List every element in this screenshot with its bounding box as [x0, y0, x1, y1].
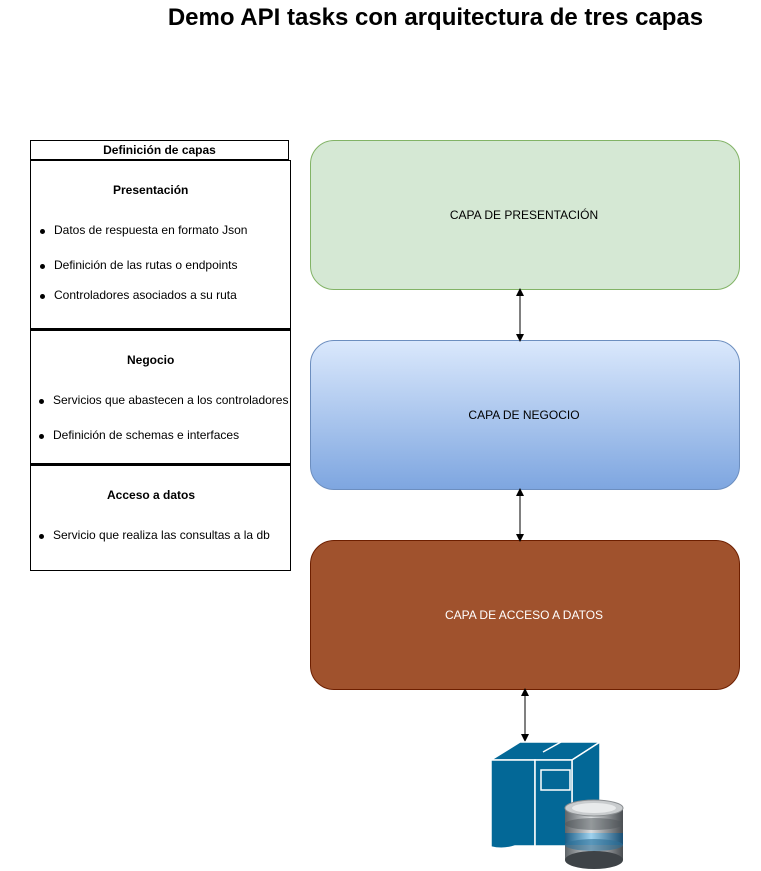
data-access-layer-label: CAPA DE ACCESO A DATOS — [444, 608, 604, 622]
business-layer-box: CAPA DE NEGOCIO — [310, 340, 740, 490]
legend-section-title: Negocio — [127, 353, 175, 367]
legend-section-business: Negocio Servicios que abastecen a los co… — [30, 330, 291, 465]
list-item: Definición de las rutas o endpoints — [39, 258, 238, 272]
database-server-icon — [488, 740, 624, 869]
legend-section-presentation: Presentación Datos de respuesta en forma… — [30, 160, 291, 330]
list-item: Servicios que abastecen a los controlado… — [38, 393, 289, 407]
legend-section-title: Acceso a datos — [107, 488, 196, 502]
presentation-layer-box: CAPA DE PRESENTACIÓN — [310, 140, 740, 290]
business-layer-label: CAPA DE NEGOCIO — [468, 408, 580, 422]
legend-section-title: Presentación — [113, 183, 189, 197]
legend-header: Definición de capas — [30, 140, 289, 160]
diagram-title: Demo API tasks con arquitectura de tres … — [167, 4, 704, 31]
list-item: Datos de respuesta en formato Json — [39, 223, 248, 237]
data-access-layer-box: CAPA DE ACCESO A DATOS — [310, 540, 740, 690]
list-item: Controladores asociados a su ruta — [40, 288, 237, 302]
legend-section-data-access: Acceso a datos Servicio que realiza las … — [30, 465, 291, 571]
list-item: Servicio que realiza las consultas a la … — [39, 528, 270, 542]
presentation-layer-label: CAPA DE PRESENTACIÓN — [449, 208, 599, 222]
list-item: Definición de schemas e interfaces — [38, 428, 240, 442]
